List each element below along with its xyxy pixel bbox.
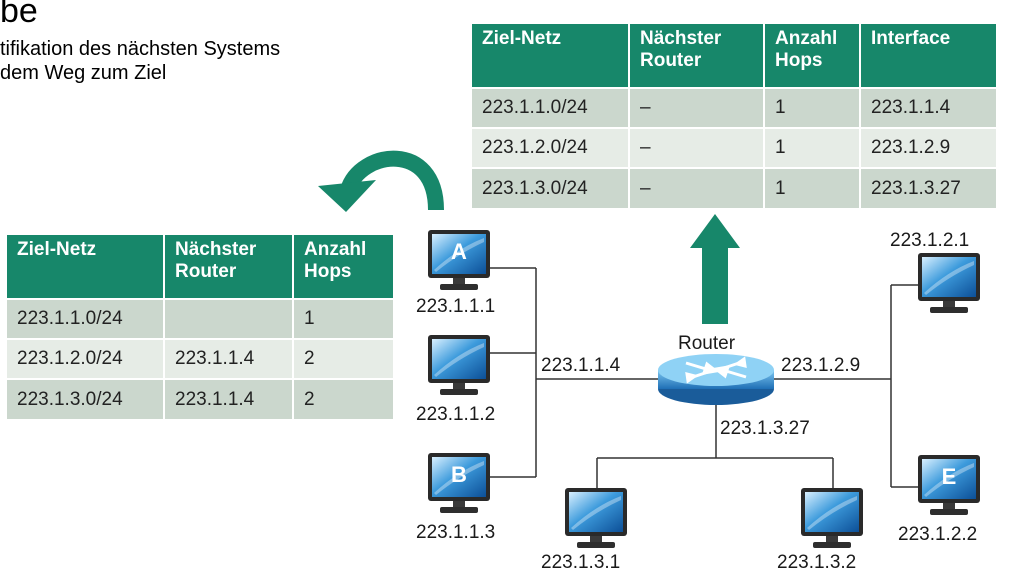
column-header: Anzahl Hops: [293, 235, 393, 299]
host-b-ip-label: 223.1.1.3: [416, 522, 496, 543]
curved-arrow-icon: [340, 150, 444, 211]
slide-title: be: [0, 0, 38, 30]
interface-ip-label: 223.1.3.27: [720, 418, 810, 439]
column-header: Interface: [860, 24, 996, 88]
table-cell: –: [629, 127, 765, 168]
computer-icon: [801, 488, 863, 548]
table-row: 223.1.2.0/24 223.1.1.4 2: [7, 338, 393, 379]
table-cell: 223.1.1.0/24: [472, 87, 630, 128]
table-cell: 223.1.1.4: [860, 87, 996, 128]
host-b-letter: B: [451, 462, 467, 487]
slide-subtitle-line1: tifikation des nächsten Systems: [0, 38, 281, 60]
column-header: Nächster Router: [629, 24, 765, 88]
table-cell: 223.1.2.0/24: [472, 127, 630, 168]
table-row: 223.1.2.0/24 – 1 223.1.2.9: [472, 127, 996, 168]
table-cell: 223.1.1.4: [164, 378, 294, 419]
table-cell: 1: [764, 127, 861, 168]
column-header: Anzahl Hops: [764, 24, 861, 88]
host-ip-label: 223.1.3.2: [777, 552, 857, 573]
arrow-head-icon: [318, 180, 376, 212]
router-label: Router: [678, 333, 736, 354]
up-arrow-icon: [702, 248, 728, 324]
table-cell: 1: [764, 87, 861, 128]
table-cell: 223.1.2.9: [860, 127, 996, 168]
table-cell: 223.1.2.0/24: [7, 338, 165, 379]
table-cell: 223.1.3.0/24: [7, 378, 165, 419]
table-cell: –: [629, 87, 765, 128]
router-icon: [658, 354, 774, 405]
computer-icon: [428, 335, 490, 395]
table-cell: 223.1.3.27: [860, 167, 996, 208]
table-row: 223.1.1.0/24 – 1 223.1.1.4: [472, 87, 996, 128]
table-row: 223.1.1.0/24 1: [7, 298, 393, 339]
computer-icon: [918, 253, 980, 313]
arrow-head-icon: [690, 214, 740, 248]
table-cell: –: [629, 167, 765, 208]
host-ip-label: 223.1.3.1: [541, 552, 621, 573]
table-cell: 2: [293, 378, 393, 419]
table-cell: 223.1.3.0/24: [472, 167, 630, 208]
host-e-ip-label: 223.1.2.2: [898, 524, 978, 545]
host-ip-label: 223.1.1.2: [416, 404, 496, 425]
router-routing-table: Ziel-Netz Nächster Router Anzahl Hops In…: [472, 24, 996, 208]
table-cell: 1: [764, 167, 861, 208]
table-cell: [164, 298, 294, 339]
table-header-row: Ziel-Netz Nächster Router Anzahl Hops In…: [472, 24, 996, 88]
table-cell: 223.1.1.4: [164, 338, 294, 379]
interface-ip-label: 223.1.1.4: [541, 355, 621, 376]
host-routing-table: Ziel-Netz Nächster Router Anzahl Hops 22…: [7, 235, 393, 419]
table-cell: 223.1.1.0/24: [7, 298, 165, 339]
host-a-letter: A: [451, 239, 467, 264]
table-cell: 1: [293, 298, 393, 339]
table-header-row: Ziel-Netz Nächster Router Anzahl Hops: [7, 235, 393, 299]
interface-ip-label: 223.1.2.9: [781, 355, 861, 376]
computer-icon: [565, 488, 627, 548]
slide-subtitle-line2: dem Weg zum Ziel: [0, 62, 167, 84]
column-header: Ziel-Netz: [472, 24, 630, 88]
column-header: Nächster Router: [164, 235, 294, 299]
column-header: Ziel-Netz: [7, 235, 165, 299]
table-row: 223.1.3.0/24 – 1 223.1.3.27: [472, 167, 996, 208]
host-a-ip-label: 223.1.1.1: [416, 296, 496, 317]
table-cell: 2: [293, 338, 393, 379]
table-row: 223.1.3.0/24 223.1.1.4 2: [7, 378, 393, 419]
host-e-letter: E: [942, 464, 957, 489]
host-ip-label: 223.1.2.1: [890, 230, 970, 251]
